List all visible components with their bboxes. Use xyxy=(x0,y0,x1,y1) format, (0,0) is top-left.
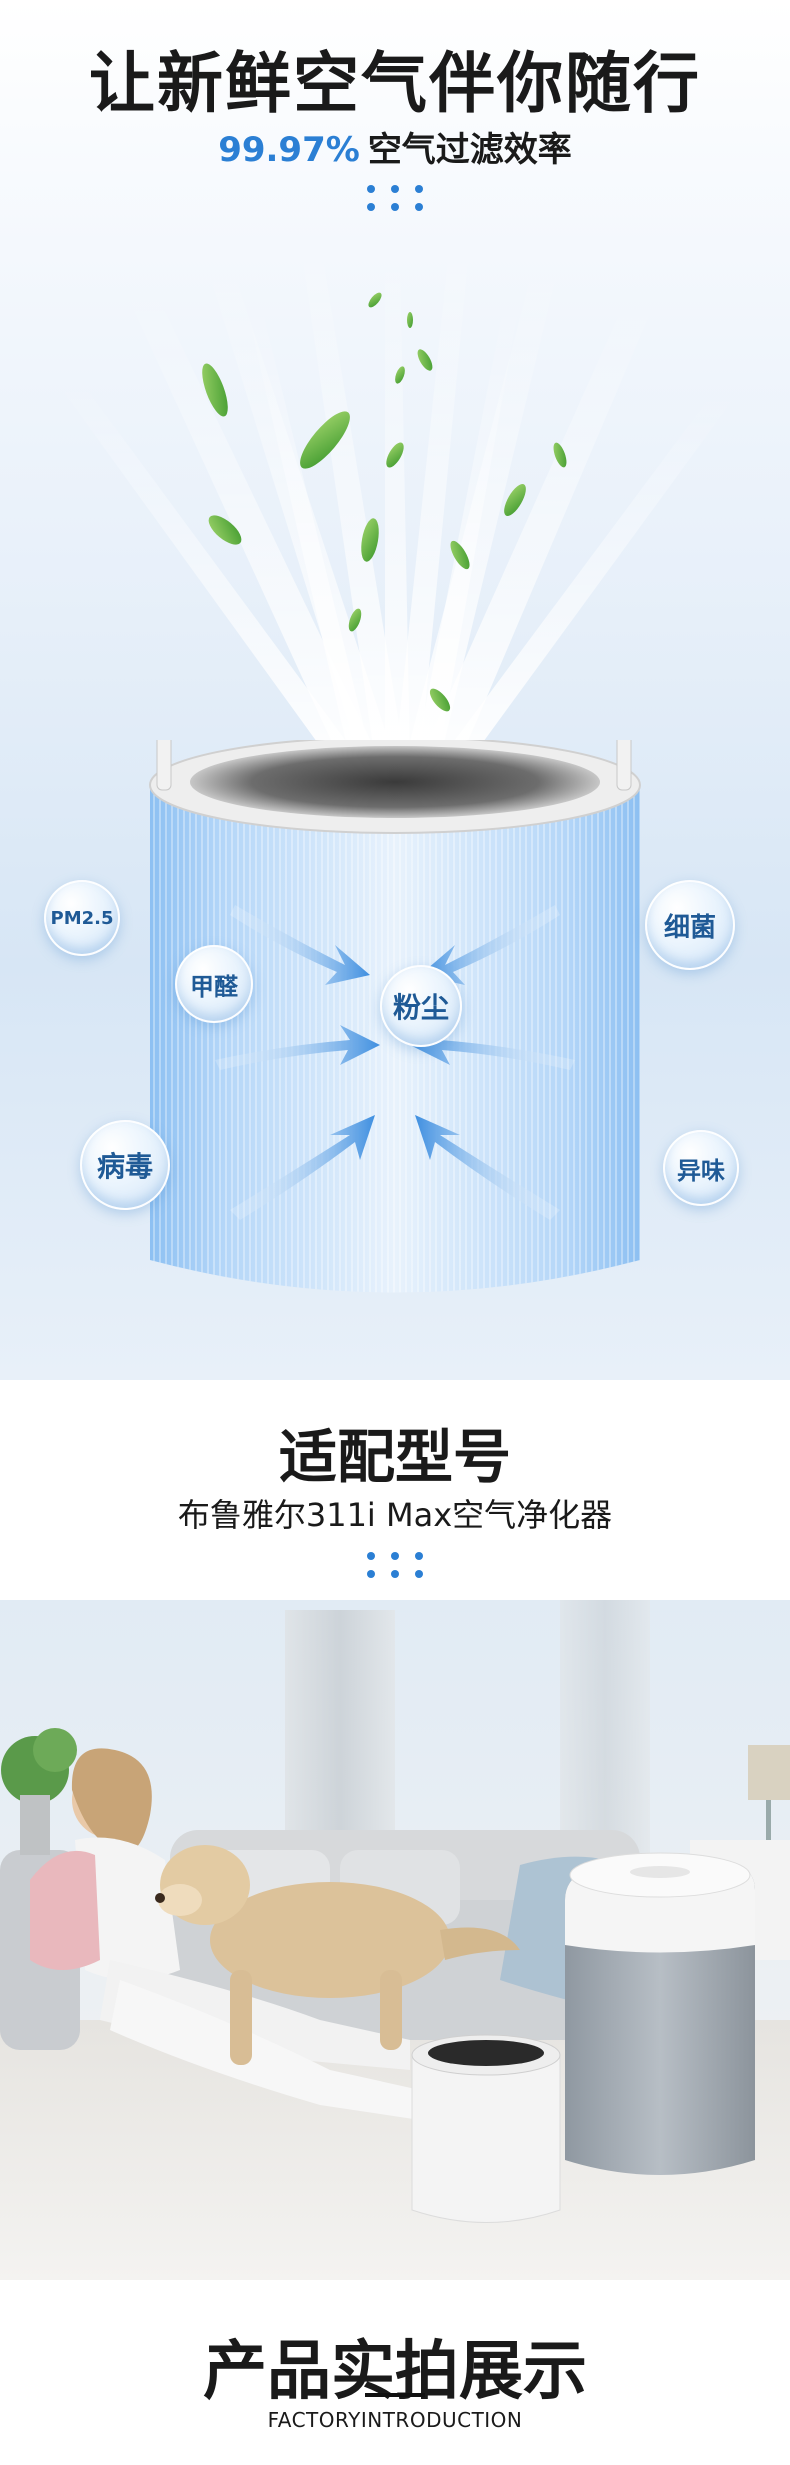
compatible-model-name: 布鲁雅尔311i Max空气净化器 xyxy=(177,1496,613,1534)
odor-label: 异味 xyxy=(677,1156,725,1185)
divider-dots-2 xyxy=(365,1552,425,1582)
dust-bubble: 粉尘 xyxy=(380,965,462,1047)
hero-section: 让新鲜空气伴你随行 99.97%空气过滤效率 xyxy=(0,0,790,1380)
filtration-percent: 99.97% xyxy=(218,130,360,170)
divider-dots xyxy=(365,185,425,215)
virus-label: 病毒 xyxy=(96,1150,153,1183)
product-lifestyle-photo xyxy=(0,1600,790,2280)
model-section-title: 适配型号 xyxy=(278,1423,511,1491)
bacteria-label: 细菌 xyxy=(663,912,716,943)
hero-title: 让新鲜空气伴你随行 xyxy=(89,45,701,122)
pm25-bubble: PM2.5 xyxy=(44,880,120,956)
product-photos-subtitle: FACTORYINTRODUCTION xyxy=(267,2408,523,2432)
bacteria-bubble: 细菌 xyxy=(645,880,735,970)
formaldehyde-label: 甲醛 xyxy=(190,972,238,1001)
filtration-label: 空气过滤效率 xyxy=(367,130,572,170)
pm25-label: PM2.5 xyxy=(50,907,114,929)
formaldehyde-bubble: 甲醛 xyxy=(175,945,253,1023)
airflow-rays-illustration xyxy=(55,240,740,787)
product-photos-title: 产品实拍展示 xyxy=(203,2335,587,2409)
hero-subtitle: 99.97%空气过滤效率 xyxy=(0,122,790,171)
dust-label: 粉尘 xyxy=(392,991,449,1024)
odor-bubble: 异味 xyxy=(663,1130,739,1206)
virus-bubble: 病毒 xyxy=(80,1120,170,1210)
title-underline xyxy=(365,2393,425,2397)
hepa-filter-illustration xyxy=(149,740,641,1293)
